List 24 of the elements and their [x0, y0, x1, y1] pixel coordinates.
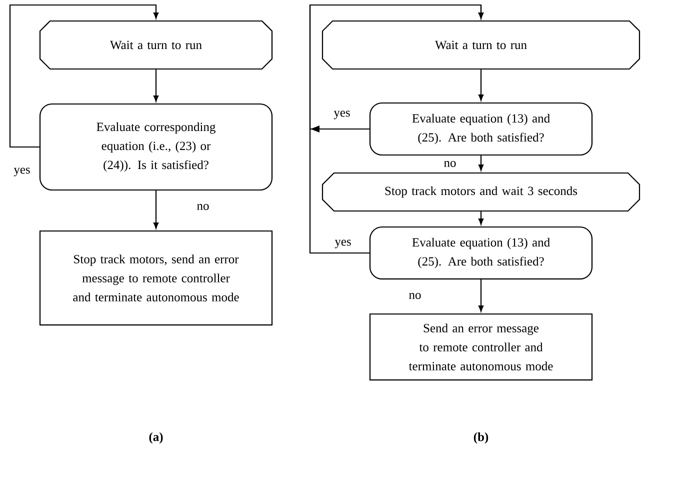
arrow	[478, 156, 484, 171]
edge-label: no	[408, 292, 422, 300]
arrow	[478, 212, 484, 225]
panel-label: (b)	[474, 432, 488, 444]
wait-box: Wait a turn to run	[39, 20, 273, 70]
process-box: Stop track motors, send an error message to remote controller and terminate autonomous mode	[39, 230, 273, 326]
edge-label: no	[442, 160, 458, 168]
edge-label: yes	[12, 166, 32, 178]
arrow	[478, 70, 484, 101]
panel-label: (a)	[149, 432, 163, 444]
edge-label: no	[196, 202, 210, 211]
wait-box: Wait a turn to run	[322, 20, 640, 70]
decision-box: Evaluate equation (13) and (25). Are both satisfied?	[369, 226, 593, 280]
arrow	[309, 4, 484, 254]
arrow	[9, 4, 159, 148]
arrow	[478, 280, 484, 312]
process-box: Send an error message to remote controller and terminate autonomous mode	[369, 313, 593, 381]
wait-box: Stop track motors and wait 3 seconds	[322, 172, 640, 212]
edge-label: yes	[334, 238, 352, 250]
arrow	[153, 190, 159, 229]
decision-box: Evaluate equation (13) and (25). Are both satisfied?	[369, 102, 593, 156]
arrow	[153, 70, 159, 102]
edge-label: yes	[332, 110, 352, 120]
decision-box: Evaluate corresponding equation (i.e., (23) or (24)). Is it satisfied?	[39, 103, 273, 191]
